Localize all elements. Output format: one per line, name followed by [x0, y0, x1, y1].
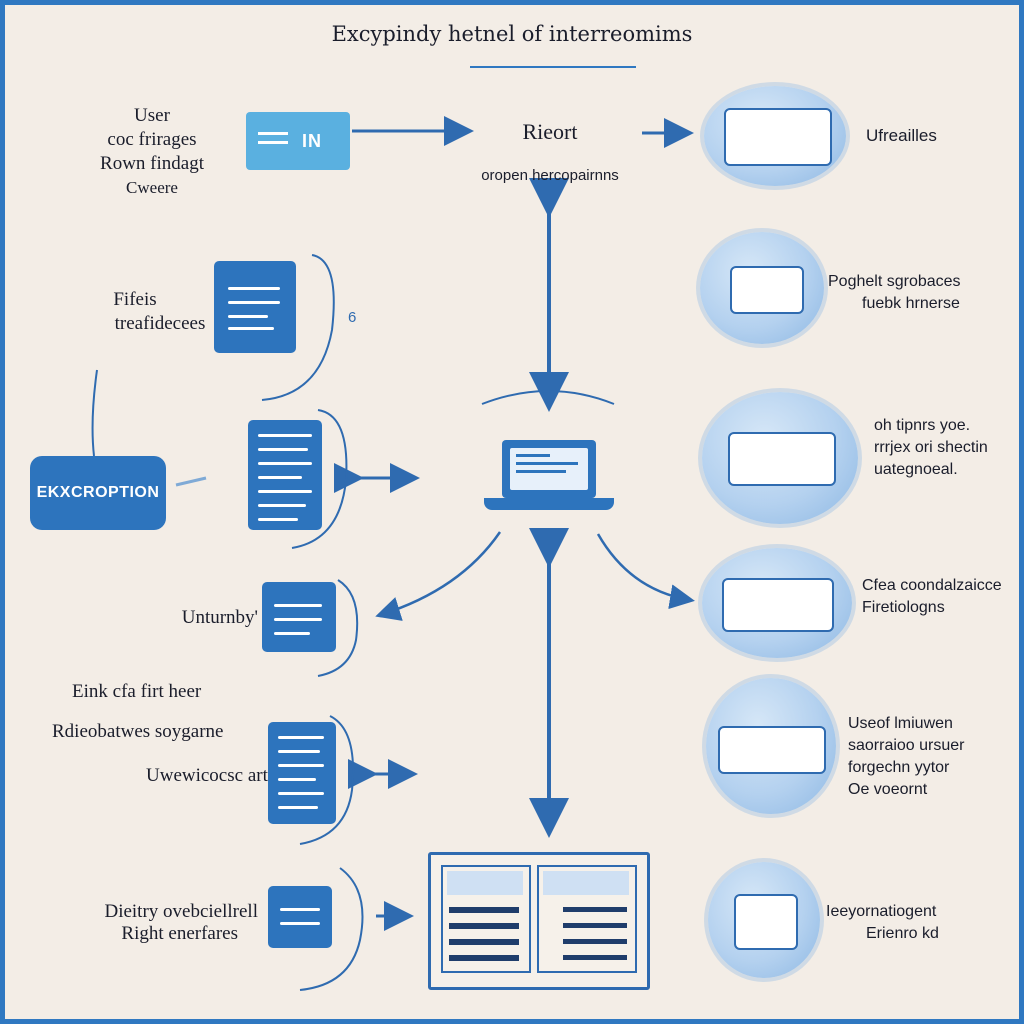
document-list-icon-2 — [268, 722, 336, 824]
right-label-2a: Poghelt sgrobaces — [828, 273, 961, 290]
shield-user — [706, 678, 836, 814]
arrow-laptop-to-right — [596, 533, 695, 610]
bracket-5 — [299, 867, 364, 991]
files-right-label: Ufreailles — [866, 126, 937, 145]
in-button[interactable]: IN — [246, 112, 350, 170]
unturnby-label: Unturnby' — [181, 607, 258, 628]
exception-button-label: EKXCROPTION — [36, 484, 160, 501]
user-label-line4: Cweere — [126, 178, 178, 197]
right-label-3c: uategnoeal. — [874, 461, 958, 478]
small-mark: 6 — [348, 309, 357, 326]
right-label-2b: fuebk hrnerse — [862, 295, 960, 312]
shield-files — [704, 86, 846, 186]
laptop-icon — [484, 440, 614, 512]
arrow-laptop-to-unturnby — [375, 531, 502, 621]
shield-management — [708, 862, 820, 978]
files-label-line2: treafidecees — [114, 313, 206, 334]
in-button-label: IN — [302, 130, 322, 151]
block-label-2: Rdieobatwes soygarne — [52, 721, 224, 742]
user-label-line2: coc frirages — [107, 129, 197, 150]
bottom-label-2: Right enerfares — [121, 923, 238, 944]
dashboard-icon — [428, 852, 650, 990]
report-heading: Rieort — [522, 119, 578, 144]
bracket-3 — [317, 579, 359, 677]
document-icon-2 — [262, 582, 336, 652]
laptop-roof — [481, 390, 615, 405]
right-label-4a: Cfea coondalzaicce — [862, 577, 1002, 594]
exception-button[interactable]: EKXCROPTION — [30, 456, 166, 530]
document-list-icon-1 — [248, 420, 322, 530]
user-label-line3: Rown findagt — [100, 153, 204, 174]
arrow-to-exception — [175, 476, 207, 487]
right-label-5b: saorraioo ursuer — [848, 737, 965, 754]
bracket-2 — [291, 409, 348, 549]
right-label-6a: Ieeyornatiogent — [826, 903, 937, 920]
in-button-lines — [258, 132, 288, 135]
document-icon-1 — [214, 261, 296, 353]
shield-conditions — [702, 548, 852, 658]
right-label-3a: oh tipnrs yoe. — [874, 417, 971, 434]
document-icon-3 — [268, 886, 332, 948]
block-label-3: Uwewicocsc art — [146, 765, 268, 786]
shield-security — [700, 232, 824, 344]
bottom-label-1: Dieitry ovebciellrell — [104, 901, 258, 922]
diagram-title: Excypindy hetnel of interreomims — [331, 22, 693, 46]
block-label-1: Eink cfa firt heer — [72, 681, 202, 702]
right-label-4b: Firetiologns — [862, 599, 945, 616]
title-underline — [470, 66, 636, 68]
bracket-1 — [261, 254, 335, 401]
files-label: Fifeis — [113, 289, 157, 310]
bracket-left — [91, 369, 98, 457]
right-label-5d: Oe voeornt — [848, 781, 928, 798]
right-label-6b: Erienro kd — [866, 925, 939, 942]
shield-options — [702, 392, 858, 524]
user-label: User — [134, 105, 170, 126]
right-label-3b: rrrjex ori shectin — [874, 439, 988, 456]
bracket-4 — [299, 715, 355, 845]
right-label-5c: forgechn yytor — [848, 759, 950, 776]
report-subtitle: oropen hercopairnns — [481, 167, 619, 184]
right-label-5a: Useof lmiuwen — [848, 715, 953, 732]
